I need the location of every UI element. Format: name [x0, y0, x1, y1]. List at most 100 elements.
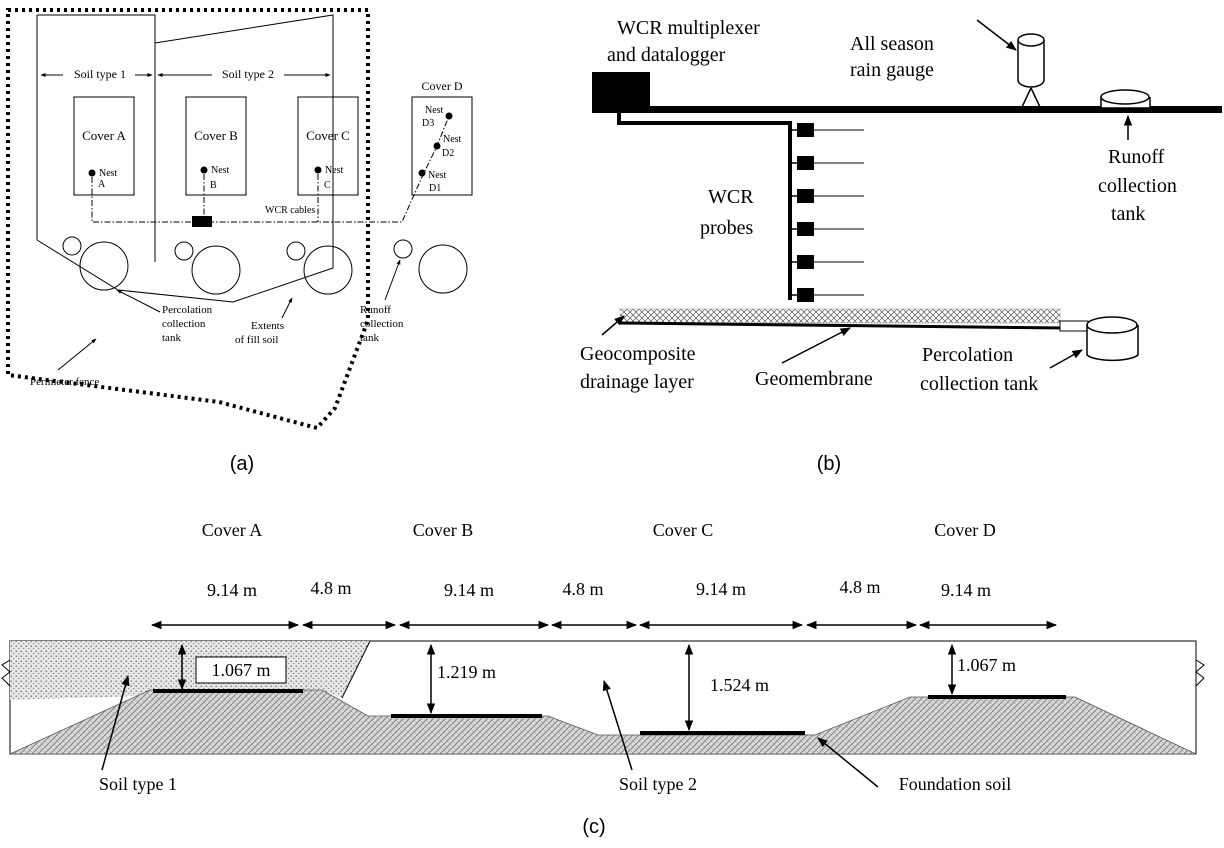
cover-b-box [185, 96, 247, 196]
extents-fill-label-1: Extents [251, 320, 284, 332]
cover-c-box [297, 96, 359, 196]
extents-fill-label-2: of fill soil [235, 334, 278, 346]
ground-surface [592, 106, 1222, 113]
site-outline [36, 14, 334, 262]
cover-a-heading: Cover A [202, 520, 263, 540]
soil-type-2-label: Soil type 2 [222, 67, 274, 81]
geocomposite-label-2: drainage layer [580, 371, 694, 393]
cover-d-heading: Cover D [934, 520, 996, 540]
perimeter-fence-line [6, 8, 370, 431]
nest-a-word: Nest [99, 168, 118, 179]
runoff-tank-b [174, 241, 194, 261]
runoff-tank-c [286, 241, 306, 261]
nest-d1-id: D1 [429, 183, 441, 194]
span-label: 4.8 m [562, 579, 603, 599]
soil-type-2-c-label: Soil type 2 [619, 774, 697, 794]
percolation-tank-label-2: collection [162, 318, 206, 330]
percolation-tank-label-1: Percolation [162, 304, 213, 316]
runoff-tank-label-2: collection [360, 318, 404, 330]
rain-gauge-label-1: All season [850, 33, 934, 55]
span-label: 9.14 m [207, 580, 257, 600]
nest-c-marker [314, 166, 322, 174]
runoff-tank-b-label-2: collection [1098, 175, 1177, 197]
percolation-tank-b [1086, 325, 1139, 362]
cover-c-label: Cover C [306, 128, 350, 143]
percolation-tank-a [79, 241, 129, 291]
wcr-cables-label: WCR cables [265, 205, 315, 216]
runoff-tank-label-3: tank [360, 332, 379, 344]
nest-d3-marker [445, 112, 453, 120]
foundation-soil-label: Foundation soil [899, 774, 1012, 794]
runoff-tank-label-1: Runoff [360, 304, 391, 316]
panel-b: WCR multiplexer and datalogger All seaso… [580, 17, 1222, 475]
nest-d1-word: Nest [428, 170, 447, 181]
cover-d-box [411, 96, 473, 196]
geomembrane-line [619, 321, 1067, 330]
depth-a-box [195, 656, 287, 684]
cover-b-label: Cover B [194, 128, 238, 143]
perimeter-fence-label: Perimeter fence [30, 376, 99, 388]
rain-gauge-label-2: rain gauge [850, 59, 934, 81]
cover-b-heading: Cover B [413, 520, 474, 540]
percolation-tank-label-3: tank [162, 332, 181, 344]
runoff-tank-b-label-3: tank [1111, 203, 1145, 225]
nest-b-id: B [210, 180, 217, 191]
nest-c-word: Nest [325, 165, 344, 176]
nest-d2-word: Nest [443, 134, 462, 145]
cover-a-label: Cover A [82, 128, 126, 143]
nest-d3-word: Nest [425, 105, 444, 116]
percolation-tank-b-label-1: Percolation [922, 344, 1013, 366]
nest-a-marker [88, 169, 96, 177]
percolation-tank-d [418, 244, 468, 294]
runoff-tank-b-label-1: Runoff [1108, 146, 1165, 168]
depth-d-label: 1.067 m [957, 655, 1016, 675]
geomembrane-label: Geomembrane [755, 368, 873, 390]
runoff-tank-d [393, 239, 413, 259]
cover-c-heading: Cover C [653, 520, 714, 540]
datalogger-box [192, 216, 212, 227]
nest-b-marker [200, 166, 208, 174]
panel-c-label: (c) [582, 816, 605, 838]
percolation-tank-b-label-2: collection tank [920, 373, 1038, 395]
geocomposite-label-1: Geocomposite [580, 343, 696, 365]
wcr-probes-label-2: probes [700, 217, 754, 239]
wcr-cable-lines [91, 115, 450, 223]
cover-a-box [73, 96, 135, 196]
runoff-tank-a [62, 236, 82, 256]
depth-b-label: 1.219 m [437, 662, 496, 682]
span-label: 9.14 m [696, 579, 746, 599]
depth-arrows [177, 643, 957, 732]
geocomposite-layer [619, 308, 1061, 324]
soil-type-1-label: Soil type 1 [74, 67, 126, 81]
probe-cable [617, 113, 792, 300]
panel-b-label: (b) [817, 453, 841, 475]
multiplexer-label-2: and datalogger [607, 44, 726, 66]
panel-a-label: (a) [230, 453, 254, 475]
percolation-tank-c [303, 245, 353, 295]
depth-c-label: 1.524 m [710, 675, 769, 695]
cover-d-label: Cover D [422, 79, 463, 93]
soil-type-1-c-label: Soil type 1 [99, 774, 177, 794]
rain-gauge [1017, 40, 1045, 88]
nest-d1-marker [418, 169, 426, 177]
geomembrane-marks [153, 689, 1066, 735]
panel-c: Cover A Cover B Cover C Cover D 9.14 m 4… [1, 520, 1205, 838]
nest-a-id: A [98, 179, 106, 190]
nest-d3-id: D3 [422, 118, 434, 129]
multiplexer-box [592, 72, 650, 110]
span-label: 4.8 m [310, 578, 351, 598]
fill-soil-extent [36, 239, 334, 303]
percolation-tank-b [191, 245, 241, 295]
span-label: 4.8 m [839, 577, 880, 597]
soil-type-1-zone [10, 641, 370, 700]
wcr-probe-array [790, 123, 864, 302]
nest-c-id: C [324, 180, 331, 191]
depth-a-label: 1.067 m [211, 660, 270, 680]
panel-a: Soil type 1 Soil type 2 Cover A Cover B … [6, 8, 473, 475]
nest-b-word: Nest [211, 165, 230, 176]
multiplexer-label-1: WCR multiplexer [617, 17, 760, 39]
span-label: 9.14 m [941, 580, 991, 600]
nest-d2-id: D2 [442, 148, 454, 159]
wcr-probes-label-1: WCR [708, 186, 754, 208]
